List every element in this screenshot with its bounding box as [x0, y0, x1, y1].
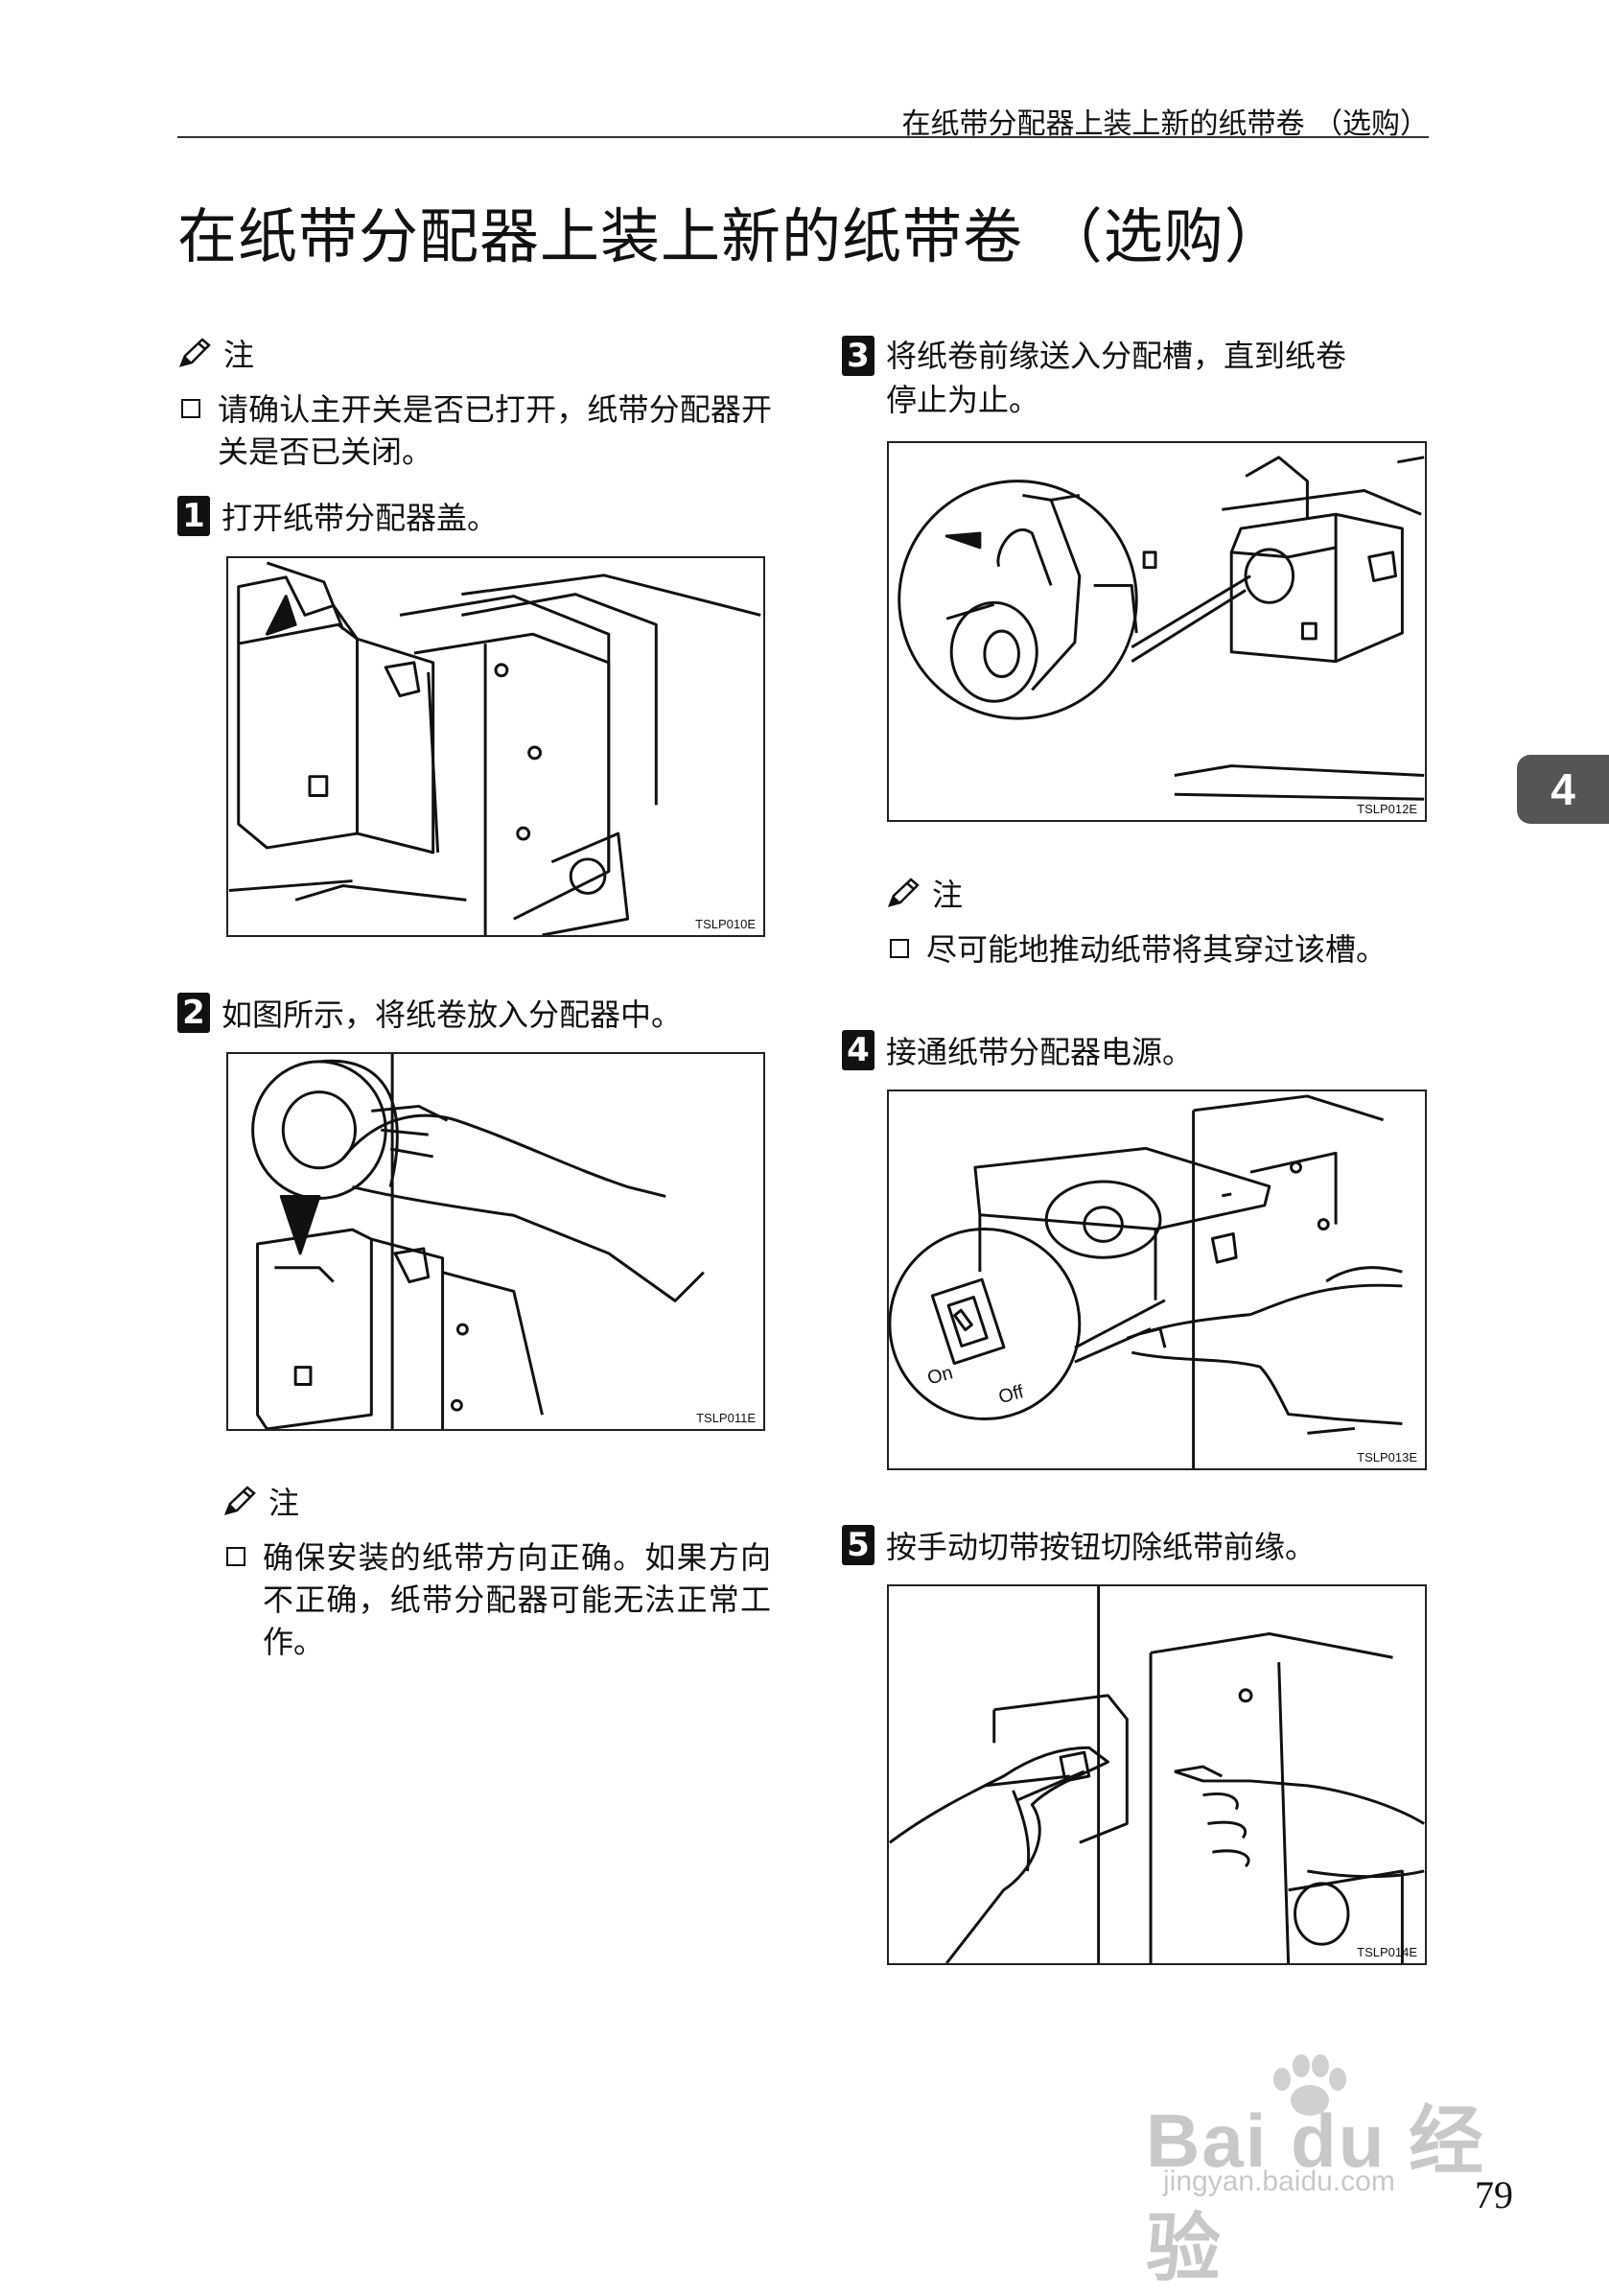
- checkbox-square-icon: [890, 939, 909, 958]
- step-text-line1: 将纸卷前缘送入分配槽，直到纸卷: [886, 338, 1347, 374]
- note-direction: 注 确保安装的纸带方向正确。如果方向不正确，纸带分配器可能无法正常工作。: [222, 1479, 771, 1663]
- watermark-url: jingyan.baidu.com: [1163, 2166, 1395, 2197]
- note-label: 注: [223, 337, 255, 373]
- pencil-icon: [223, 1486, 256, 1515]
- note-label: 注: [932, 877, 964, 913]
- step-5: 5 按手动切带按钮切除纸带前缘。: [842, 1523, 1316, 1567]
- figure-code: TSLP010E: [695, 917, 756, 931]
- pencil-icon: [178, 338, 211, 367]
- step-number: 3: [842, 336, 874, 376]
- step-text: 接通纸带分配器电源。: [886, 1034, 1194, 1070]
- step-text: 打开纸带分配器盖。: [222, 500, 499, 536]
- checkbox-square-icon: [181, 399, 200, 418]
- figure-code: TSLP011E: [696, 1411, 756, 1425]
- note-text: 确保安装的纸带方向正确。如果方向不正确，纸带分配器可能无法正常工作。: [263, 1539, 771, 1660]
- note-text: 尽可能地推动纸带将其穿过该槽。: [926, 931, 1387, 968]
- step-text-line2: 停止为止。: [886, 382, 1040, 418]
- step-text: 按手动切带按钮切除纸带前缘。: [886, 1529, 1317, 1565]
- switch-off-label: Off: [996, 1381, 1026, 1408]
- switch-on-label: On: [925, 1362, 955, 1389]
- figure-code: TSLP013E: [1357, 1450, 1417, 1464]
- step-number: 4: [842, 1030, 874, 1070]
- figure-power-switch: On Off TSLP013E: [887, 1089, 1427, 1470]
- figure-feed-slot: TSLP012E: [887, 441, 1427, 822]
- note-label: 注: [268, 1485, 300, 1521]
- note-push-tape: 注 尽可能地推动纸带将其穿过该槽。: [886, 871, 1431, 971]
- running-header-title: 在纸带分配器上装上新的纸带卷 （选购）: [901, 107, 1429, 141]
- note-text: 请确认主开关是否已打开，纸带分配器开关是否已关闭。: [218, 391, 772, 470]
- step-1: 1 打开纸带分配器盖。: [177, 494, 498, 538]
- step-number: 1: [177, 496, 210, 536]
- watermark-brand: Bai du 经验: [1146, 2098, 1486, 2290]
- figure-code: TSLP014E: [1357, 1945, 1417, 1959]
- page-number: 79: [1475, 2173, 1513, 2216]
- figure-insert-roll: TSLP011E: [226, 1052, 765, 1431]
- step-text: 如图所示，将纸卷放入分配器中。: [222, 996, 683, 1033]
- step-2: 2 如图所示，将纸卷放入分配器中。: [177, 991, 682, 1035]
- figure-code: TSLP012E: [1357, 802, 1417, 816]
- step-number: 5: [842, 1525, 874, 1565]
- paw-icon: [1273, 2054, 1346, 2116]
- pencil-icon: [887, 878, 920, 907]
- checkbox-square-icon: [226, 1547, 245, 1566]
- watermark: Bai du 经验 jingyan.baidu.com: [1146, 2052, 1529, 2290]
- figure-cut-button: TSLP014E: [887, 1584, 1427, 1965]
- note-general: 注 请确认主开关是否已打开，纸带分配器开关是否已关闭。: [177, 331, 772, 473]
- page-title: 在纸带分配器上装上新的纸带卷 （选购）: [177, 201, 1285, 271]
- step-4: 4 接通纸带分配器电源。: [842, 1028, 1193, 1072]
- step-3: 3 将纸卷前缘送入分配槽，直到纸卷 停止为止。: [842, 334, 1436, 422]
- step-number: 2: [177, 993, 210, 1033]
- figure-open-cover: TSLP010E: [226, 556, 765, 937]
- running-header: 在纸带分配器上装上新的纸带卷 （选购）: [177, 92, 1429, 141]
- chapter-tab: 4: [1517, 755, 1609, 824]
